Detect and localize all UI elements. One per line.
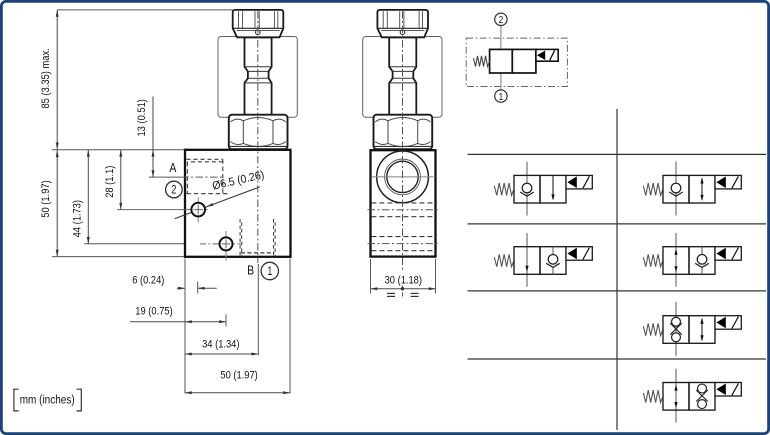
svg-text:1: 1 bbox=[499, 92, 504, 103]
svg-text:mm (inches): mm (inches) bbox=[20, 394, 75, 406]
svg-text:50 (1.97): 50 (1.97) bbox=[220, 369, 258, 381]
svg-text:44 (1.73): 44 (1.73) bbox=[71, 200, 83, 238]
svg-text:85 (3.35) max.: 85 (3.35) max. bbox=[40, 48, 52, 108]
svg-text:30 (1.18): 30 (1.18) bbox=[385, 274, 423, 286]
svg-text:A: A bbox=[169, 160, 176, 175]
svg-text:13 (0.51): 13 (0.51) bbox=[136, 99, 148, 137]
svg-text:6 (0.24): 6 (0.24) bbox=[132, 274, 164, 286]
svg-text:50 (1.97): 50 (1.97) bbox=[40, 180, 52, 218]
svg-text:B: B bbox=[247, 263, 254, 278]
svg-text:1: 1 bbox=[267, 266, 272, 278]
svg-text:2: 2 bbox=[171, 185, 176, 197]
svg-text:19 (0.75): 19 (0.75) bbox=[135, 305, 173, 317]
svg-text:34 (1.34): 34 (1.34) bbox=[202, 339, 240, 351]
svg-text:28 (1.1): 28 (1.1) bbox=[104, 165, 116, 197]
svg-text:2: 2 bbox=[499, 15, 504, 26]
